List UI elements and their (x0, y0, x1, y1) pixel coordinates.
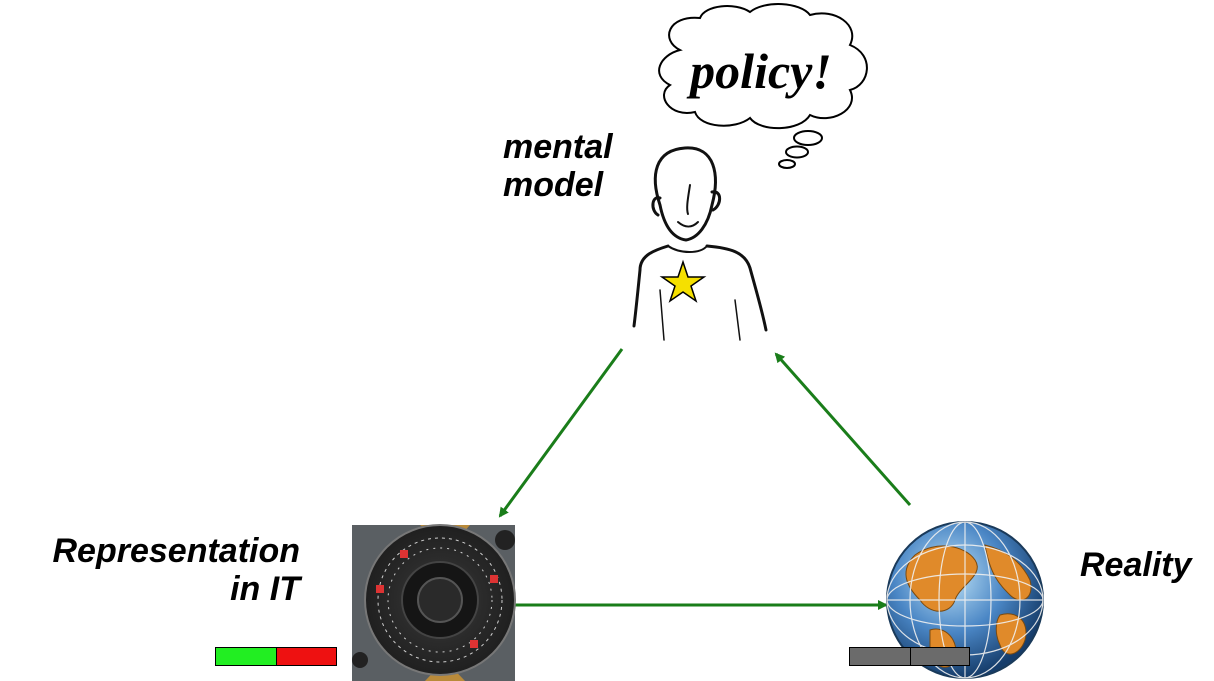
status-bar-red (276, 647, 337, 666)
mental-model-label: mental model (503, 128, 613, 204)
status-bar-green (215, 647, 277, 666)
arrow-mental-to-representation (498, 348, 624, 518)
mental-model-label-line2: model (503, 166, 604, 205)
thought-bubble-text: policy! (690, 43, 832, 99)
representation-label-line2: in IT (230, 570, 300, 609)
reality-label: Reality (1080, 546, 1192, 584)
star-icon (659, 259, 707, 303)
status-bar-gray-left (849, 647, 911, 666)
representation-label-line1: Representation (52, 532, 301, 570)
person-sketch-icon (632, 146, 768, 341)
globe-icon (886, 521, 1044, 679)
dial-knob-icon (352, 524, 516, 681)
representation-label: Representation in IT (10, 532, 301, 609)
mental-model-label-line1: mental (503, 128, 613, 166)
thought-bubble (658, 3, 868, 169)
status-bar-gray-right (910, 647, 970, 666)
arrow-reality-to-mental (774, 352, 912, 506)
